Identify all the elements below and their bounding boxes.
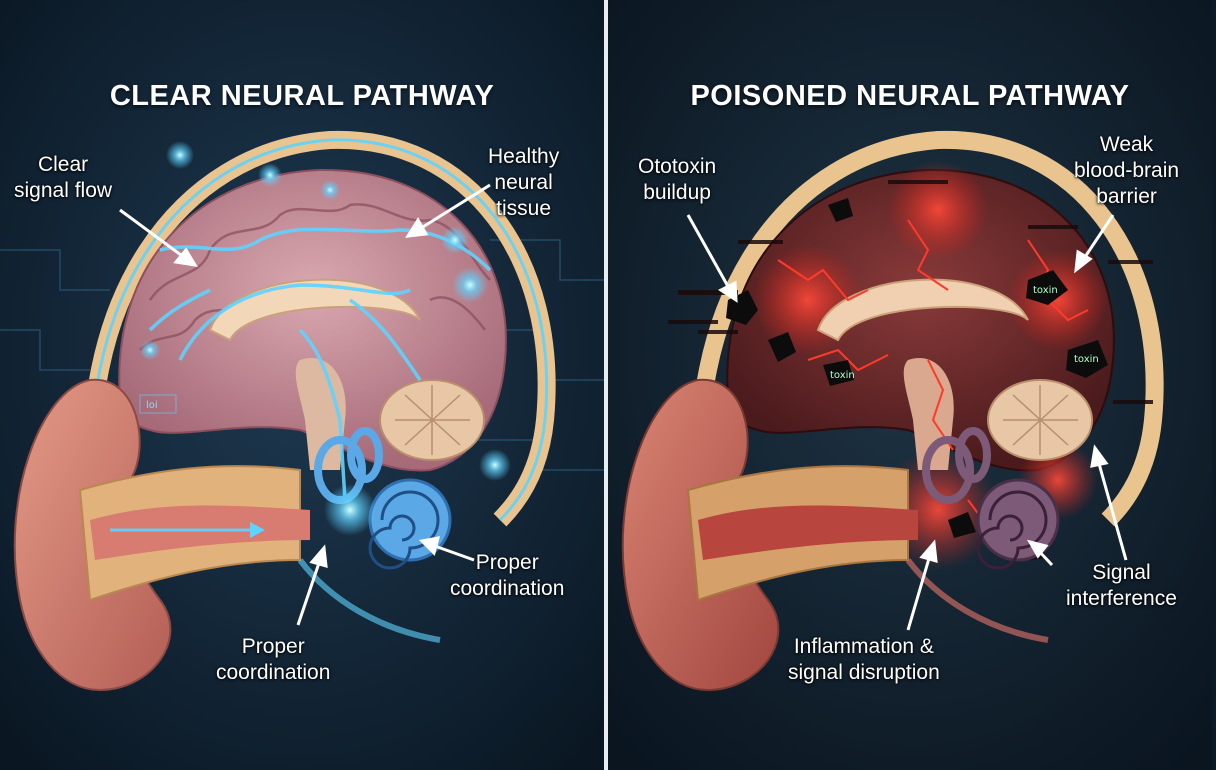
- toxin-tag: toxin: [1033, 285, 1058, 296]
- poisoned-anatomy-illustration: toxin toxin toxin toxin: [608, 0, 1212, 770]
- toxin-tag: toxin: [830, 370, 855, 381]
- panel-divider: [604, 0, 608, 770]
- healthy-anatomy-illustration: loi: [0, 0, 604, 770]
- poisoned-pathway-title: POISONED NEURAL PATHWAY: [690, 80, 1130, 112]
- toxin-tag: toxin: [1074, 354, 1099, 365]
- callout-arrows: [686, 214, 1128, 631]
- screen-text: loi: [146, 400, 158, 411]
- clear-pathway-panel: loi CLEAR NEURAL PATHWAY: [0, 0, 604, 770]
- inner-ear-cochlea: [922, 427, 1060, 570]
- glitch-bars: [668, 180, 1153, 404]
- glow-sparkles: [140, 141, 511, 536]
- label-inflammation-signal-disruption: Inflammation &signal disruption: [788, 634, 940, 686]
- callout-arrows: [119, 183, 491, 626]
- label-text: Inflammation &signal disruption: [788, 635, 940, 684]
- poisoned-pathway-panel: toxin toxin toxin toxin: [608, 0, 1212, 770]
- clear-pathway-title: CLEAR NEURAL PATHWAY: [109, 80, 495, 112]
